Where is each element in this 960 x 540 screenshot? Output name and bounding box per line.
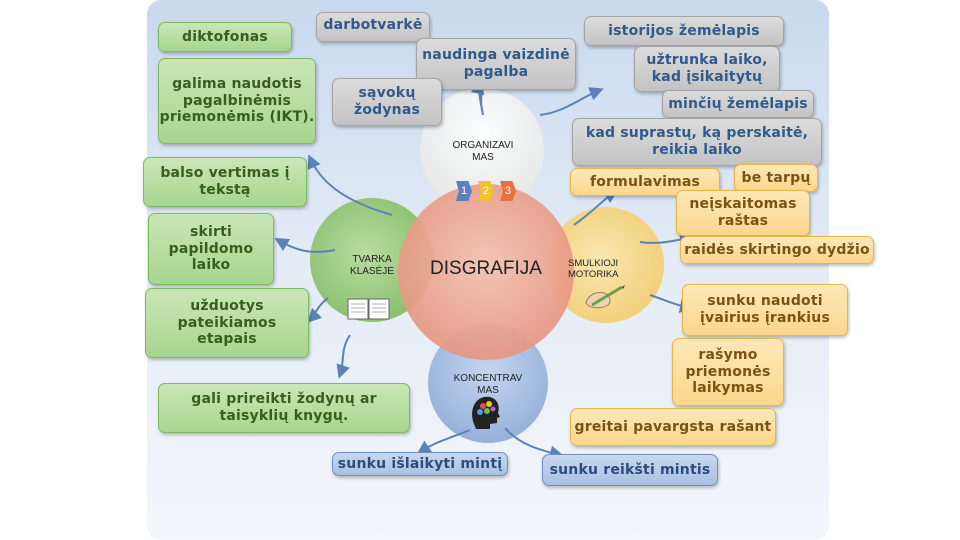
- arrow-to-islaikyti: [416, 429, 471, 455]
- box-sunku-naudoti: sunku naudoti įvairius įrankius: [682, 284, 848, 336]
- box-balso-vertimas: balso vertimas į tekstą: [143, 157, 307, 207]
- box-be-tarpu: be tarpų: [734, 164, 818, 192]
- box-sunku-reiksti: sunku reikšti mintis: [542, 454, 718, 486]
- brain-head-icon: [472, 396, 500, 429]
- box-savoku-zodynas: sąvokų žodynas: [332, 78, 442, 126]
- box-diktofonas: diktofonas: [158, 22, 292, 52]
- box-skirti-laiko: skirti papildomo laiko: [148, 213, 274, 285]
- box-istorijos-zemelapis: istorijos žemėlapis: [584, 16, 784, 46]
- arrow-to-reiksti: [504, 427, 564, 460]
- arrow-to-zodynu: [336, 334, 351, 379]
- focus-label: KONCENTRAV MAS: [453, 373, 523, 396]
- box-greitai-pavargsta: greitai pavargsta rašant: [570, 408, 776, 446]
- arrow-to-balso: [307, 154, 393, 216]
- box-formulavimas: formulavimas: [570, 168, 720, 196]
- box-zodynu-knygu: gali prireikti žodynų ar taisyklių knygų…: [158, 383, 410, 433]
- order-label: TVARKA KLASĖJE: [350, 254, 394, 277]
- center-title: DISGRAFIJA: [430, 258, 542, 279]
- box-darbotvarke: darbotvarkė: [316, 12, 430, 42]
- notebook-icon: [347, 298, 390, 320]
- organize-circle: [420, 88, 544, 212]
- box-sunku-islaikyti: sunku išlaikyti mintį: [332, 452, 508, 476]
- arrow-to-skirti: [274, 237, 336, 253]
- box-rasymo-priemones: rašymo priemonės laikymas: [672, 338, 784, 406]
- box-uzduotys-etapais: užduotys pateikiamos etapais: [145, 288, 309, 358]
- organize-label: ORGANIZAVI MAS: [452, 140, 514, 163]
- box-galima-naudotis: galima naudotis pagalbinėmis priemonėmis…: [158, 58, 316, 144]
- box-minciu-zemelapis: minčių žemėlapis: [662, 90, 814, 118]
- box-raides-dydzio: raidės skirtingo dydžio: [680, 236, 874, 264]
- step-3: 3: [500, 181, 516, 201]
- pencil-hand-icon: [585, 285, 625, 309]
- arrow-to-minciu: [539, 87, 604, 116]
- motor-label: SMULKIOJI MOTORIKA: [568, 258, 619, 281]
- box-neiskaitomas-rastas: neįskaitomas raštas: [676, 190, 810, 236]
- step-1: 1: [456, 181, 472, 201]
- box-kad-suprastu: kad suprastų, ką perskaitė, reikia laiko: [572, 118, 822, 166]
- center-circle: [398, 184, 574, 360]
- arrow-to-formulavimas: [573, 189, 619, 226]
- motor-circle: [548, 207, 664, 323]
- step-2: 2: [478, 181, 494, 201]
- arrow-to-uzduotys: [307, 297, 329, 323]
- box-naudinga-pagalba: naudinga vaizdinė pagalba: [416, 38, 576, 90]
- box-uztrunka-laiko: užtrunka laiko, kad įsikaitytų: [634, 46, 780, 92]
